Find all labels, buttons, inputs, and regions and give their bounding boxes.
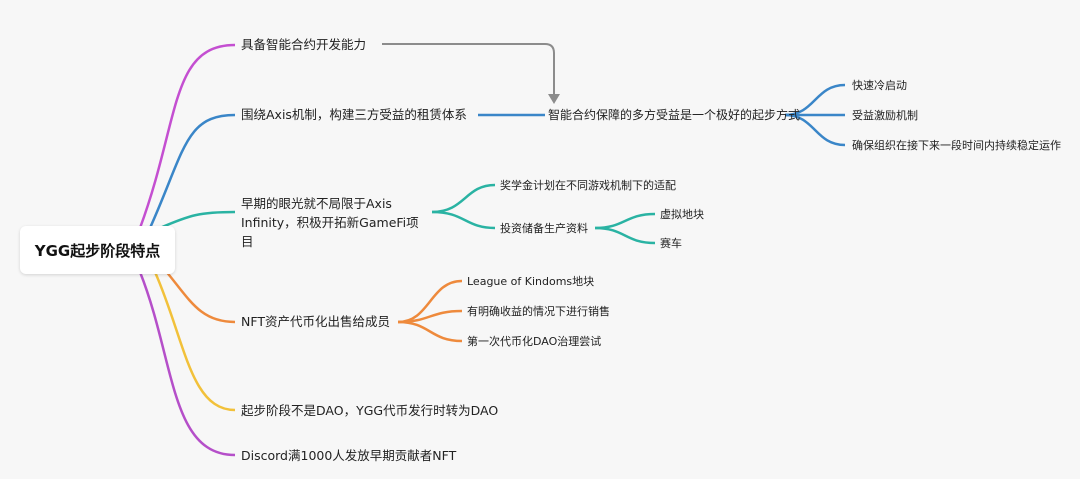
link-b4-c3 xyxy=(397,320,463,343)
node-sale-with-revenue[interactable]: 有明确收益的情况下进行销售 xyxy=(467,305,610,318)
link-b3-c1 xyxy=(431,183,496,214)
node-invest-assets[interactable]: 投资储备生产资料 xyxy=(500,222,588,235)
link-root-b3 xyxy=(159,210,236,230)
node-race-car[interactable]: 赛车 xyxy=(660,237,682,250)
link-b3-c2 xyxy=(431,210,496,230)
node-stable-operation[interactable]: 确保组织在接下来一段时间内持续稳定运作 xyxy=(852,139,1061,152)
node-league-land[interactable]: League of Kindoms地块 xyxy=(467,275,595,288)
link-child-g3 xyxy=(784,113,846,147)
connector-arrow xyxy=(382,43,555,96)
link-root-b5 xyxy=(153,271,236,412)
link-root-b1 xyxy=(138,43,236,229)
link-root-b2 xyxy=(148,113,236,229)
branch-gamefi-vision[interactable]: 早期的眼光就不局限于Axis Infinity，积极开拓新GameFi项目 xyxy=(241,196,419,249)
branch-discord-nft[interactable]: Discord满1000人发放早期贡献者NFT xyxy=(241,448,457,463)
branch-not-dao[interactable]: 起步阶段不是DAO，YGG代币发行时转为DAO xyxy=(241,403,499,418)
node-quick-cold-start[interactable]: 快速冷启动 xyxy=(852,79,907,92)
root-node[interactable]: YGG起步阶段特点 xyxy=(20,226,175,274)
link-root-b4 xyxy=(164,269,236,324)
node-incentive[interactable]: 受益激励机制 xyxy=(852,109,918,122)
branch-nft-tokenization[interactable]: NFT资产代币化出售给成员 xyxy=(241,314,390,329)
connector-arrowhead xyxy=(548,94,560,104)
link-b3c2-g1 xyxy=(594,212,656,230)
node-dao-governance[interactable]: 第一次代币化DAO治理尝试 xyxy=(467,335,602,348)
link-root-b6 xyxy=(138,271,236,457)
branch-smart-contract[interactable]: 具备智能合约开发能力 xyxy=(241,37,367,52)
branch-axis-rental[interactable]: 围绕Axis机制，构建三方受益的租赁体系 xyxy=(241,107,467,122)
node-scholarship[interactable]: 奖学金计划在不同游戏机制下的适配 xyxy=(500,179,676,192)
link-b3c2-g2 xyxy=(594,226,656,245)
node-virtual-land[interactable]: 虚拟地块 xyxy=(660,208,704,221)
node-multi-party-benefit[interactable]: 智能合约保障的多方受益是一个极好的起步方式 xyxy=(548,108,801,122)
